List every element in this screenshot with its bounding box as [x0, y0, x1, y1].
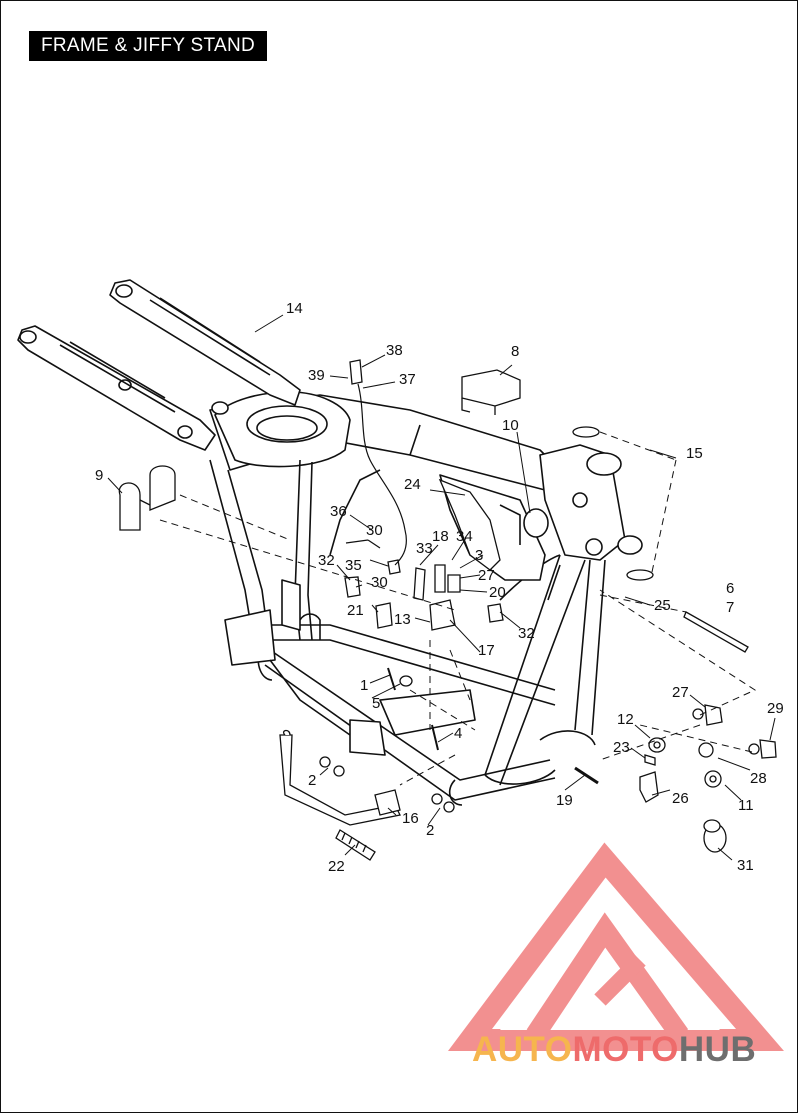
callout-27a: 27: [478, 567, 495, 584]
callout-23: 23: [613, 739, 630, 756]
callout-36: 36: [330, 503, 347, 520]
callout-3: 3: [475, 547, 483, 564]
callout-29: 29: [767, 700, 784, 717]
callout-20: 20: [489, 584, 506, 601]
frame-body: [209, 391, 643, 806]
callout-11: 11: [738, 797, 754, 814]
callout-7: 7: [726, 599, 734, 616]
callout-14: 14: [286, 300, 303, 317]
callout-5: 5: [372, 695, 380, 712]
callout-31: 31: [737, 857, 754, 874]
callout-26: 26: [672, 790, 689, 807]
callout-15: 15: [686, 445, 703, 462]
assembly-lines: [159, 431, 757, 786]
callout-9: 9: [95, 467, 103, 484]
callout-28: 28: [750, 770, 767, 787]
callout-22: 22: [328, 858, 345, 875]
callout-2a: 2: [308, 772, 316, 789]
watermark-text: AUTOMOTOHUB: [472, 1030, 756, 1070]
callout-10: 10: [502, 417, 519, 434]
watermark-logo: [448, 842, 784, 1051]
callout-12: 12: [617, 711, 634, 728]
callout-17: 17: [478, 642, 495, 659]
callout-39: 39: [308, 367, 325, 384]
small-parts: [118, 359, 777, 861]
callout-16: 16: [402, 810, 419, 827]
callout-21: 21: [347, 602, 364, 619]
watermark-auto: AUTO: [472, 1030, 573, 1069]
callout-32a: 32: [318, 552, 335, 569]
callout-27b: 27: [672, 684, 689, 701]
callout-18: 18: [432, 528, 449, 545]
callout-32b: 32: [518, 625, 535, 642]
watermark-hub: HUB: [678, 1030, 757, 1069]
callout-6: 6: [726, 580, 734, 597]
page-title: FRAME & JIFFY STAND: [29, 31, 268, 61]
watermark-moto: MOTO: [572, 1030, 679, 1069]
callout-4: 4: [454, 725, 462, 742]
callout-37: 37: [399, 371, 416, 388]
callout-19: 19: [556, 792, 573, 809]
callout-38: 38: [386, 342, 403, 359]
callout-30a: 30: [366, 522, 383, 539]
callout-1: 1: [360, 677, 368, 694]
callout-24: 24: [404, 476, 421, 493]
callout-34: 34: [456, 528, 473, 545]
callout-35: 35: [345, 557, 362, 574]
wiring-harness: [345, 383, 407, 566]
leader-lines: [107, 314, 776, 861]
callout-33: 33: [416, 540, 433, 557]
callout-30b: 30: [371, 574, 388, 591]
callout-8: 8: [511, 343, 519, 360]
callout-2b: 2: [426, 822, 434, 839]
callout-13: 13: [394, 611, 411, 628]
callout-25: 25: [654, 597, 671, 614]
callout-numbers: 14 38 39 37 8 10 15 9 24 36 30 18 34 33 …: [95, 300, 784, 875]
part-14-fender-struts: [17, 279, 301, 451]
